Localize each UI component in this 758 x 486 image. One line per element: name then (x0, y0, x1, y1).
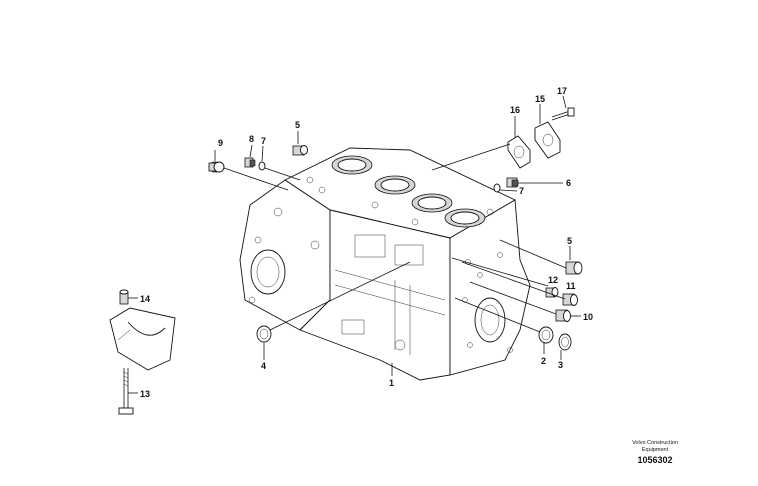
bolt-part-8 (244, 144, 256, 168)
plug-part-9 (208, 150, 289, 191)
callout-11: 11 (566, 281, 576, 291)
callout-4: 4 (261, 361, 266, 371)
gasket-part-16 (507, 116, 531, 169)
bearing-cap (109, 289, 176, 371)
plug-part-10 (469, 281, 581, 322)
plug-part-6 (506, 177, 563, 188)
callout-2: 2 (541, 356, 546, 366)
callout-12: 12 (548, 275, 558, 285)
callout-6: 6 (566, 178, 571, 188)
callout-10: 10 (583, 312, 593, 322)
plug-part-11 (461, 261, 578, 306)
callout-15: 15 (535, 94, 545, 104)
cover-part-15 (534, 104, 561, 159)
washer-part-7-right (493, 183, 518, 193)
seal-part-2 (454, 297, 554, 354)
drawing-number: 1056302 (637, 455, 673, 465)
callout-3: 3 (558, 360, 563, 370)
callout-16: 16 (510, 105, 520, 115)
callout-14: 14 (140, 294, 150, 304)
callout-7-right: 7 (519, 186, 524, 196)
callout-1: 1 (389, 378, 394, 388)
seal-part-4 (256, 261, 411, 360)
callout-17: 17 (557, 86, 567, 96)
brand-name-line-1: Volvo Construction (632, 440, 678, 446)
brand-name-line-2: Equipment (641, 447, 669, 453)
bolt-part-17 (551, 95, 575, 121)
callout-8: 8 (249, 134, 254, 144)
plug-part-12 (451, 257, 559, 298)
plug-part-5-right (499, 239, 583, 275)
callout-13: 13 (140, 389, 150, 399)
washer-part-7 (258, 145, 301, 181)
callout-5-top: 5 (295, 120, 300, 130)
plug-part-5-top (292, 131, 308, 156)
seal-part-3 (558, 333, 572, 360)
bolt-part-13 (118, 368, 138, 415)
callout-7-left: 7 (261, 136, 266, 146)
callout-5-right: 5 (567, 236, 572, 246)
callout-9: 9 (218, 138, 223, 148)
leader-cover-to-block (431, 143, 511, 171)
engine-block (239, 147, 531, 381)
